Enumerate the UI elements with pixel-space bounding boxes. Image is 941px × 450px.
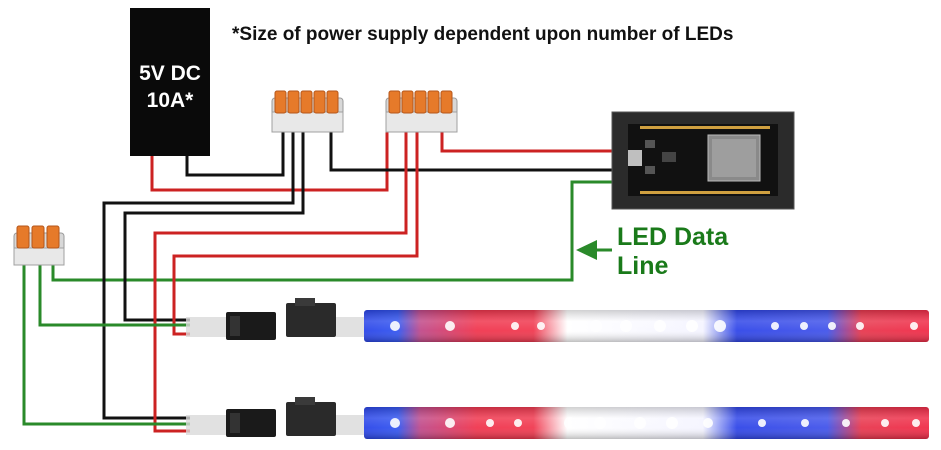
power-supply-current: 10A* — [146, 89, 194, 112]
data-line-arrow — [576, 240, 597, 260]
wago-connector-5-right — [385, 90, 458, 133]
psu-ground-wire — [185, 130, 285, 177]
esp-data-wire — [51, 180, 612, 282]
esp-power-wire — [440, 130, 612, 153]
strip2-data-wire — [22, 262, 190, 426]
led-strip-top-leds — [390, 320, 918, 332]
led-strip-top — [364, 310, 929, 342]
strip1-power-wire — [172, 130, 419, 336]
jst-connector-bottom — [186, 397, 364, 437]
strip1-data-wire — [38, 262, 190, 327]
wires — [22, 130, 612, 433]
wago-connector-5-left — [271, 90, 344, 133]
strip2-power-wire — [153, 130, 408, 433]
wago-connector-3 — [13, 225, 65, 266]
strip1-ground-wire — [123, 130, 305, 322]
led-strip-bottom — [364, 407, 929, 439]
power-supply-voltage: 5V DC — [139, 62, 201, 85]
led-data-line-label: LED Data Line — [617, 223, 728, 281]
led-data-line-label-line2: Line — [617, 252, 669, 280]
power-supply-box: 5V DC 10A* — [130, 8, 210, 156]
led-strip-bottom-leds — [390, 417, 920, 429]
power-supply-note: *Size of power supply dependent upon num… — [232, 24, 734, 45]
esp-ground-wire — [329, 130, 612, 172]
jst-connector-top — [186, 298, 364, 340]
esp32-board — [611, 111, 795, 210]
esp32-pin-header — [640, 126, 770, 194]
psu-power-wire — [150, 130, 389, 192]
led-data-line-label-line1: LED Data — [617, 223, 729, 251]
strip2-ground-wire — [102, 130, 295, 420]
